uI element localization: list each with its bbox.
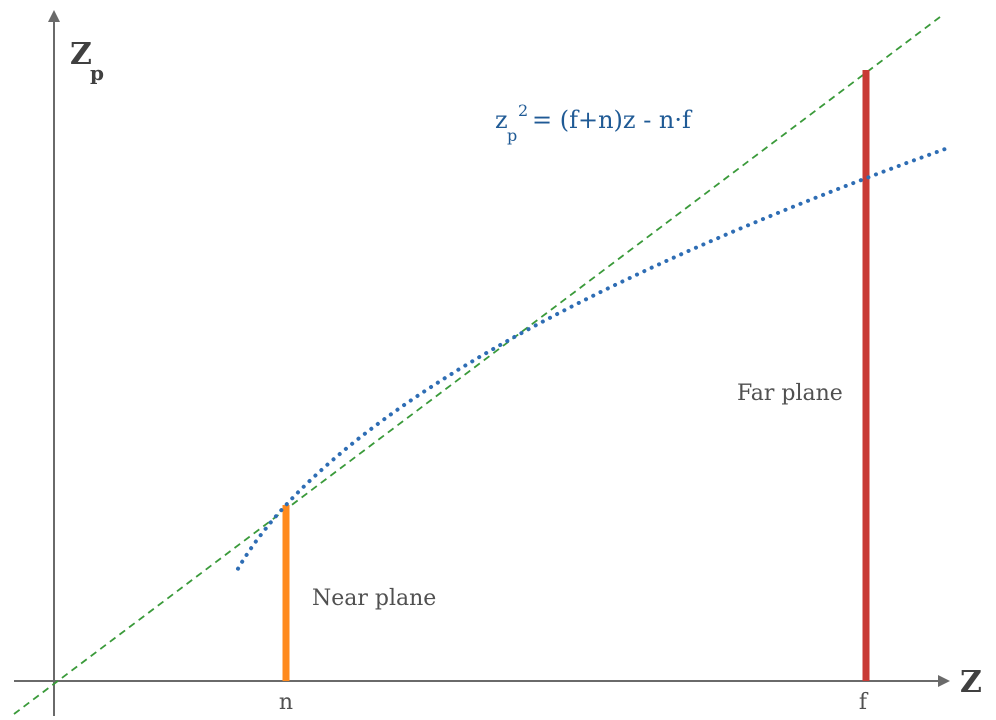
dashed-line	[13, 13, 945, 715]
formula-subscript: p	[507, 126, 517, 145]
formula-base: z	[495, 106, 508, 134]
y-axis-label: Z	[70, 37, 92, 72]
formula-rhs: = (f+n)z - n·f	[532, 106, 693, 134]
far-tick-label: f	[859, 690, 869, 715]
near-plane-label: Near plane	[312, 586, 436, 611]
y-axis-label-subscript: p	[90, 61, 104, 85]
near-tick-label: n	[279, 690, 293, 715]
dotted-curve	[236, 146, 948, 571]
formula-superscript: 2	[518, 101, 528, 120]
far-plane-label: Far plane	[737, 381, 843, 406]
x-axis-label: Z	[960, 665, 982, 700]
